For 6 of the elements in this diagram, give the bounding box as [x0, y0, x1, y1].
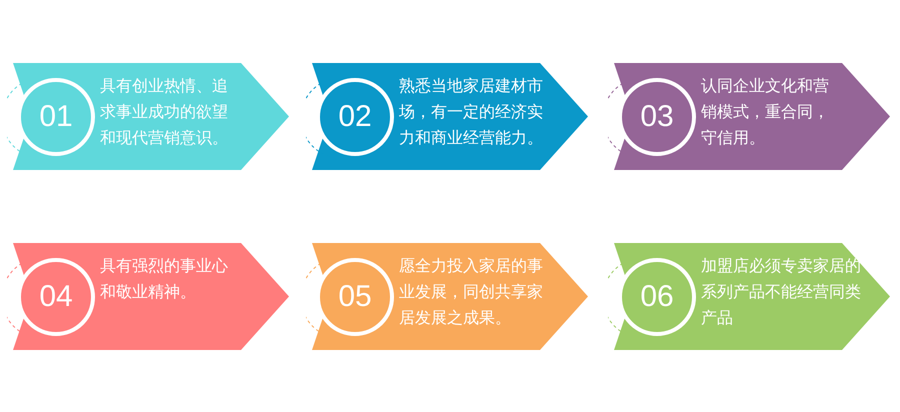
requirement-text: 加盟店必须专卖家居的系列产品不能经营同类产品 — [701, 255, 862, 329]
requirement-text: 具有创业热情、追求事业成功的欲望和现代营销意识。 — [100, 75, 229, 149]
requirement-text: 熟悉当地家居建材市场，有一定的经济实力和商业经营能力。 — [399, 75, 544, 149]
requirement-text: 愿全力投入家居的事业发展，同创共享家居发展之成果。 — [399, 255, 544, 329]
requirement-text: 认同企业文化和营销模式，重合同，守信用。 — [701, 75, 830, 149]
requirement-text: 具有强烈的事业心和敬业精神。 — [100, 255, 229, 303]
